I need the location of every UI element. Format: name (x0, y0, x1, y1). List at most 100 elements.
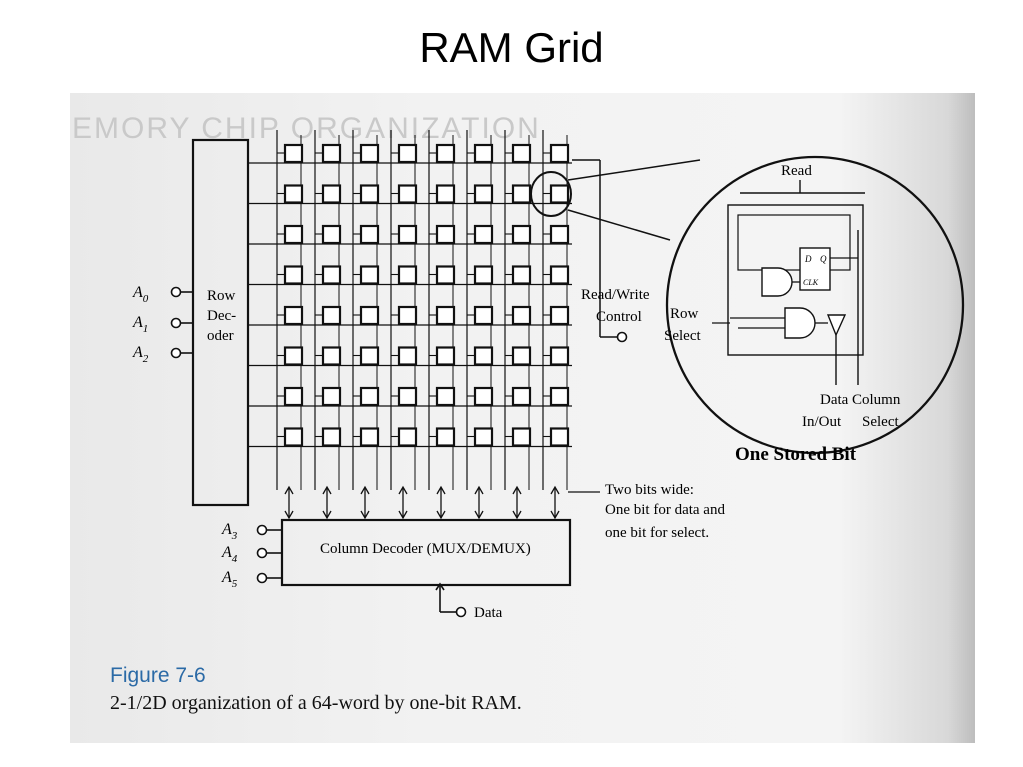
read-label: Read (781, 163, 812, 179)
memory-cell (397, 386, 418, 407)
memory-cell (435, 224, 456, 245)
arrow-head-down (436, 510, 446, 520)
two-bits-note-1: Two bits wide: (605, 482, 694, 498)
read-write-label-1: Read/Write (581, 287, 650, 303)
memory-cell (321, 143, 342, 164)
address-input-a4: A4 (221, 544, 238, 565)
address-input-a0: A0 (132, 284, 149, 305)
memory-cell (397, 184, 418, 204)
flipflop-d-label: D (804, 254, 812, 264)
memory-cell (359, 265, 380, 285)
figure-label: Figure 7-6 (110, 664, 206, 687)
memory-cell (321, 184, 342, 204)
memory-cell (435, 184, 456, 204)
arrow-head-down (360, 510, 370, 520)
data-output: Data (435, 582, 503, 621)
memory-cell (473, 305, 494, 326)
memory-cell (321, 224, 342, 245)
arrow-head-down (512, 510, 522, 520)
arrow-head-up (474, 485, 484, 495)
one-stored-bit-title: One Stored Bit (735, 444, 857, 465)
memory-cell (511, 224, 532, 245)
memory-cell (397, 305, 418, 326)
memory-cell (511, 346, 532, 366)
memory-cell (283, 386, 304, 407)
one-stored-bit-detail: Read D Q CLK Row Select Data In/Out Colu… (664, 155, 965, 465)
flipflop-clk-label: CLK (803, 278, 819, 287)
memory-cell (435, 265, 456, 285)
memory-cell (511, 143, 532, 164)
row-address-inputs: A0 A1 A2 (132, 284, 193, 365)
memory-cell (511, 427, 532, 447)
memory-cell (283, 184, 304, 204)
memory-cell (283, 265, 304, 285)
memory-cell (397, 265, 418, 285)
memory-cell (435, 305, 456, 326)
memory-cell (321, 265, 342, 285)
arrow-head-up (322, 485, 332, 495)
address-input-a5: A5 (221, 569, 238, 590)
data-label: Data (474, 605, 503, 621)
memory-cell (435, 346, 456, 366)
flipflop-q-label: Q (820, 254, 827, 264)
memory-cell-grid (248, 130, 572, 520)
read-write-label-2: Control (596, 309, 642, 325)
memory-cell (511, 265, 532, 285)
memory-cell (321, 305, 342, 326)
memory-cell (283, 346, 304, 366)
column-address-inputs: A3 A4 A5 (221, 521, 282, 590)
memory-cell (359, 346, 380, 366)
memory-cell (435, 427, 456, 447)
memory-cell (359, 224, 380, 245)
memory-cell (549, 305, 570, 326)
memory-cell (473, 346, 494, 366)
arrow-head-down (550, 510, 560, 520)
row-decoder-label-3: oder (207, 328, 234, 344)
row-decoder-label-2: Dec- (207, 308, 236, 324)
row-select-label-2: Select (664, 328, 701, 344)
address-input-a1: A1 (132, 314, 148, 335)
memory-cell (359, 143, 380, 164)
arrow-head-down (474, 510, 484, 520)
memory-cell (397, 427, 418, 447)
memory-cell (359, 386, 380, 407)
memory-cell (549, 143, 570, 164)
memory-cell (549, 346, 570, 366)
memory-cell (283, 427, 304, 447)
memory-cell (359, 305, 380, 326)
memory-cell (549, 386, 570, 407)
memory-cell (549, 224, 570, 245)
memory-cell (473, 265, 494, 285)
memory-cell (397, 224, 418, 245)
highlighted-cell-circle (530, 171, 572, 217)
arrow-head-up (284, 485, 294, 495)
column-select-label-1: Column (852, 392, 901, 408)
memory-cell (511, 305, 532, 326)
column-decoder-label: Column Decoder (MUX/DEMUX) (320, 541, 531, 557)
two-bits-note-2: One bit for data and (605, 502, 725, 518)
arrow-head-up (360, 485, 370, 495)
memory-cell (549, 427, 570, 447)
arrow-head-down (322, 510, 332, 520)
arrow-head-up (398, 485, 408, 495)
arrow-head-down (284, 510, 294, 520)
memory-cell (283, 143, 304, 164)
memory-cell (359, 427, 380, 447)
column-select-label-2: Select (862, 414, 899, 430)
two-bits-note-3: one bit for select. (605, 525, 709, 541)
memory-cell (397, 346, 418, 366)
memory-cell (549, 184, 570, 204)
arrow-head-up (550, 485, 560, 495)
memory-cell (473, 224, 494, 245)
arrow-head-down (398, 510, 408, 520)
address-input-a3: A3 (221, 521, 238, 542)
memory-cell (321, 427, 342, 447)
data-in-out-label-2: In/Out (802, 414, 842, 430)
read-write-control: Read/Write Control (572, 159, 650, 343)
memory-cell (473, 427, 494, 447)
memory-cell (549, 265, 570, 285)
figure-caption: 2-1/2D organization of a 64-word by one-… (110, 692, 522, 714)
memory-cell (473, 143, 494, 164)
row-select-label-1: Row (670, 306, 699, 322)
memory-cell (321, 386, 342, 407)
